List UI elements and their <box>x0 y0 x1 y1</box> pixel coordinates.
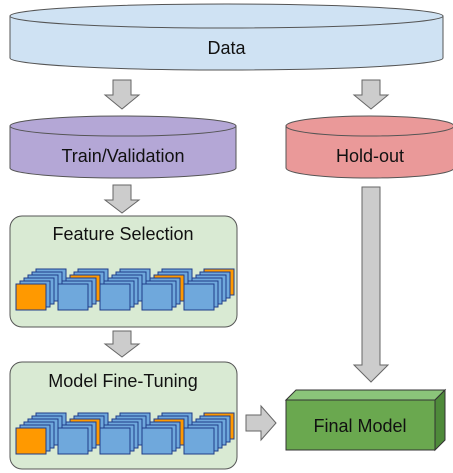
data-label: Data <box>207 38 246 58</box>
card-stack <box>57 412 109 455</box>
card-blue <box>99 427 131 455</box>
final-model-box: Final Model <box>284 388 447 452</box>
arrow-data-to-holdout <box>352 79 390 110</box>
arrow-holdout-to-final-model <box>352 186 390 383</box>
final-model-label: Final Model <box>313 416 406 436</box>
train-validation-label: Train/Validation <box>61 146 184 166</box>
arrow-data-to-train <box>103 79 141 110</box>
card-blue <box>57 283 89 311</box>
card-stack <box>99 268 151 311</box>
feature-selection-label: Feature Selection <box>52 224 193 244</box>
holdout-cylinder: Hold-out <box>285 115 453 179</box>
arrow-train-to-feature-selection <box>103 184 141 214</box>
card-stack <box>141 268 193 311</box>
model-fine-tuning-card-stacks <box>15 412 235 455</box>
card-blue <box>183 283 215 311</box>
card-blue <box>141 427 173 455</box>
card-orange <box>15 283 47 311</box>
card-stack <box>57 268 109 311</box>
card-stack <box>15 268 67 311</box>
holdout-label: Hold-out <box>336 146 404 166</box>
card-blue <box>183 427 215 455</box>
card-stack <box>183 268 235 311</box>
feature-selection-card-stacks <box>15 268 235 311</box>
card-blue <box>57 427 89 455</box>
arrow-fine-tuning-to-final-model <box>245 404 277 442</box>
card-blue <box>141 283 173 311</box>
data-cylinder: Data <box>9 3 444 71</box>
card-stack <box>15 412 67 455</box>
train-validation-cylinder: Train/Validation <box>9 115 237 179</box>
card-stack <box>183 412 235 455</box>
model-fine-tuning-box: Model Fine-Tuning <box>9 361 238 470</box>
card-blue <box>99 283 131 311</box>
feature-selection-box: Feature Selection <box>9 215 238 328</box>
arrow-feature-selection-to-fine-tuning <box>103 330 141 358</box>
card-orange <box>15 427 47 455</box>
model-fine-tuning-label: Model Fine-Tuning <box>48 371 197 391</box>
